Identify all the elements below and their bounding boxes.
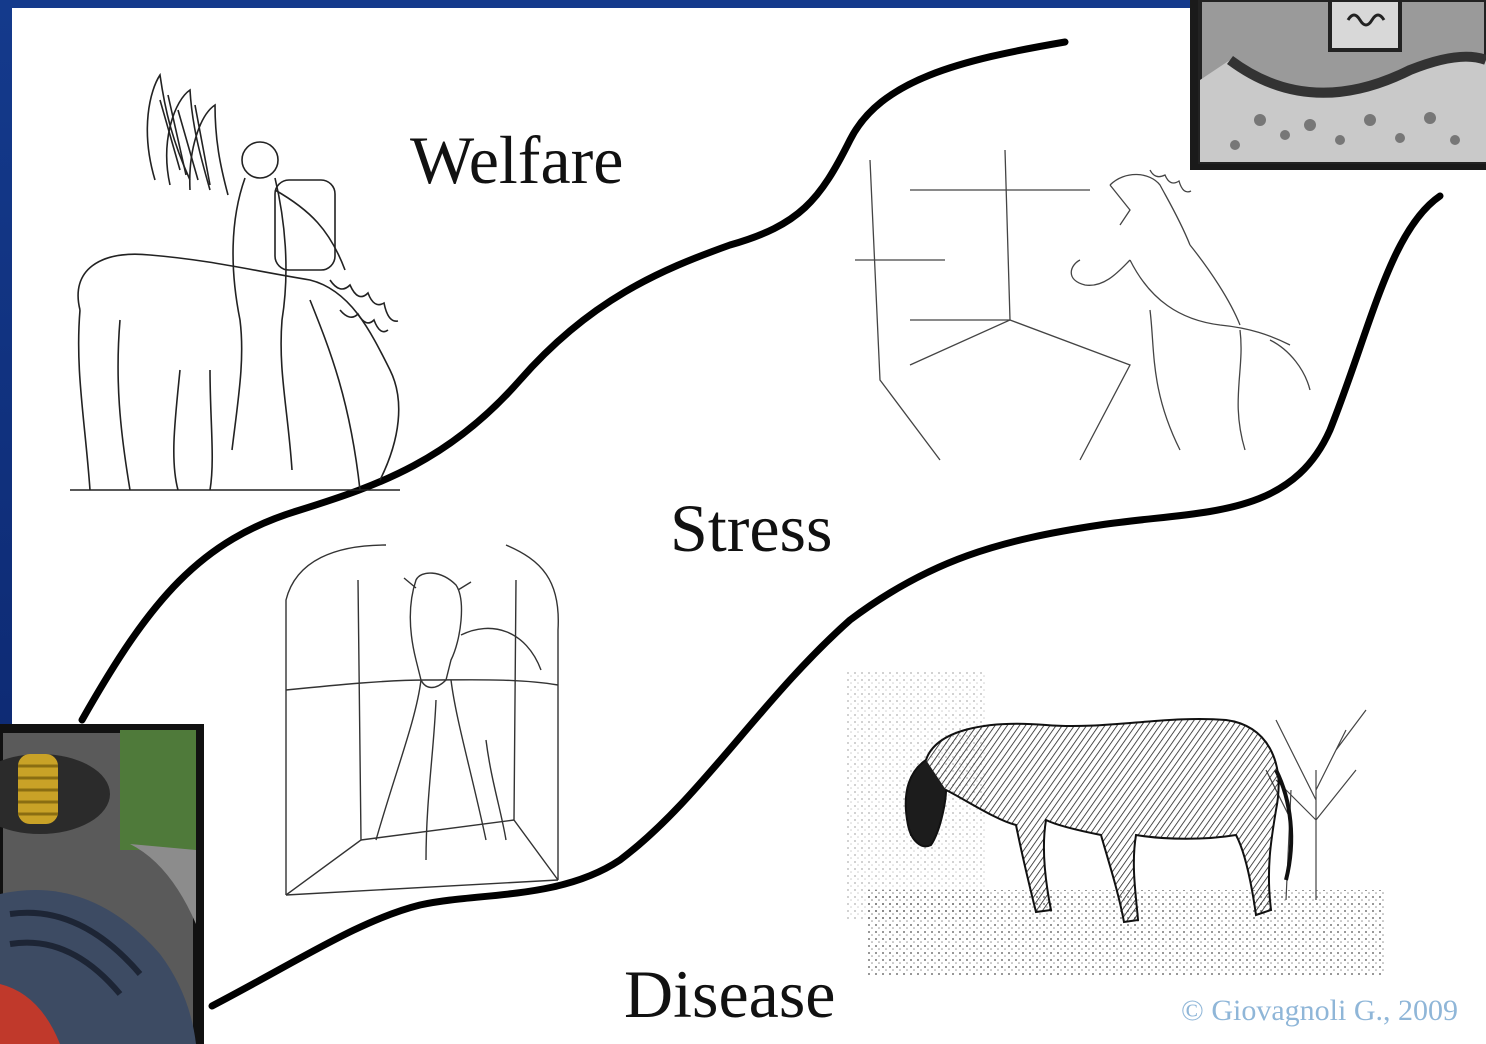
- welfare-label: Welfare: [410, 126, 623, 194]
- rearing-horse-in-stall-drawing: [850, 150, 1320, 470]
- copyright-notice: © Giovagnoli G., 2009: [1181, 994, 1458, 1028]
- disease-label: Disease: [624, 960, 835, 1028]
- pegasus-and-bellerophon-drawing: [60, 70, 410, 500]
- sick-grazing-horse-engraving: [846, 650, 1386, 980]
- tethered-horse-in-stall-drawing: [276, 540, 566, 900]
- stress-label: Stress: [670, 494, 832, 562]
